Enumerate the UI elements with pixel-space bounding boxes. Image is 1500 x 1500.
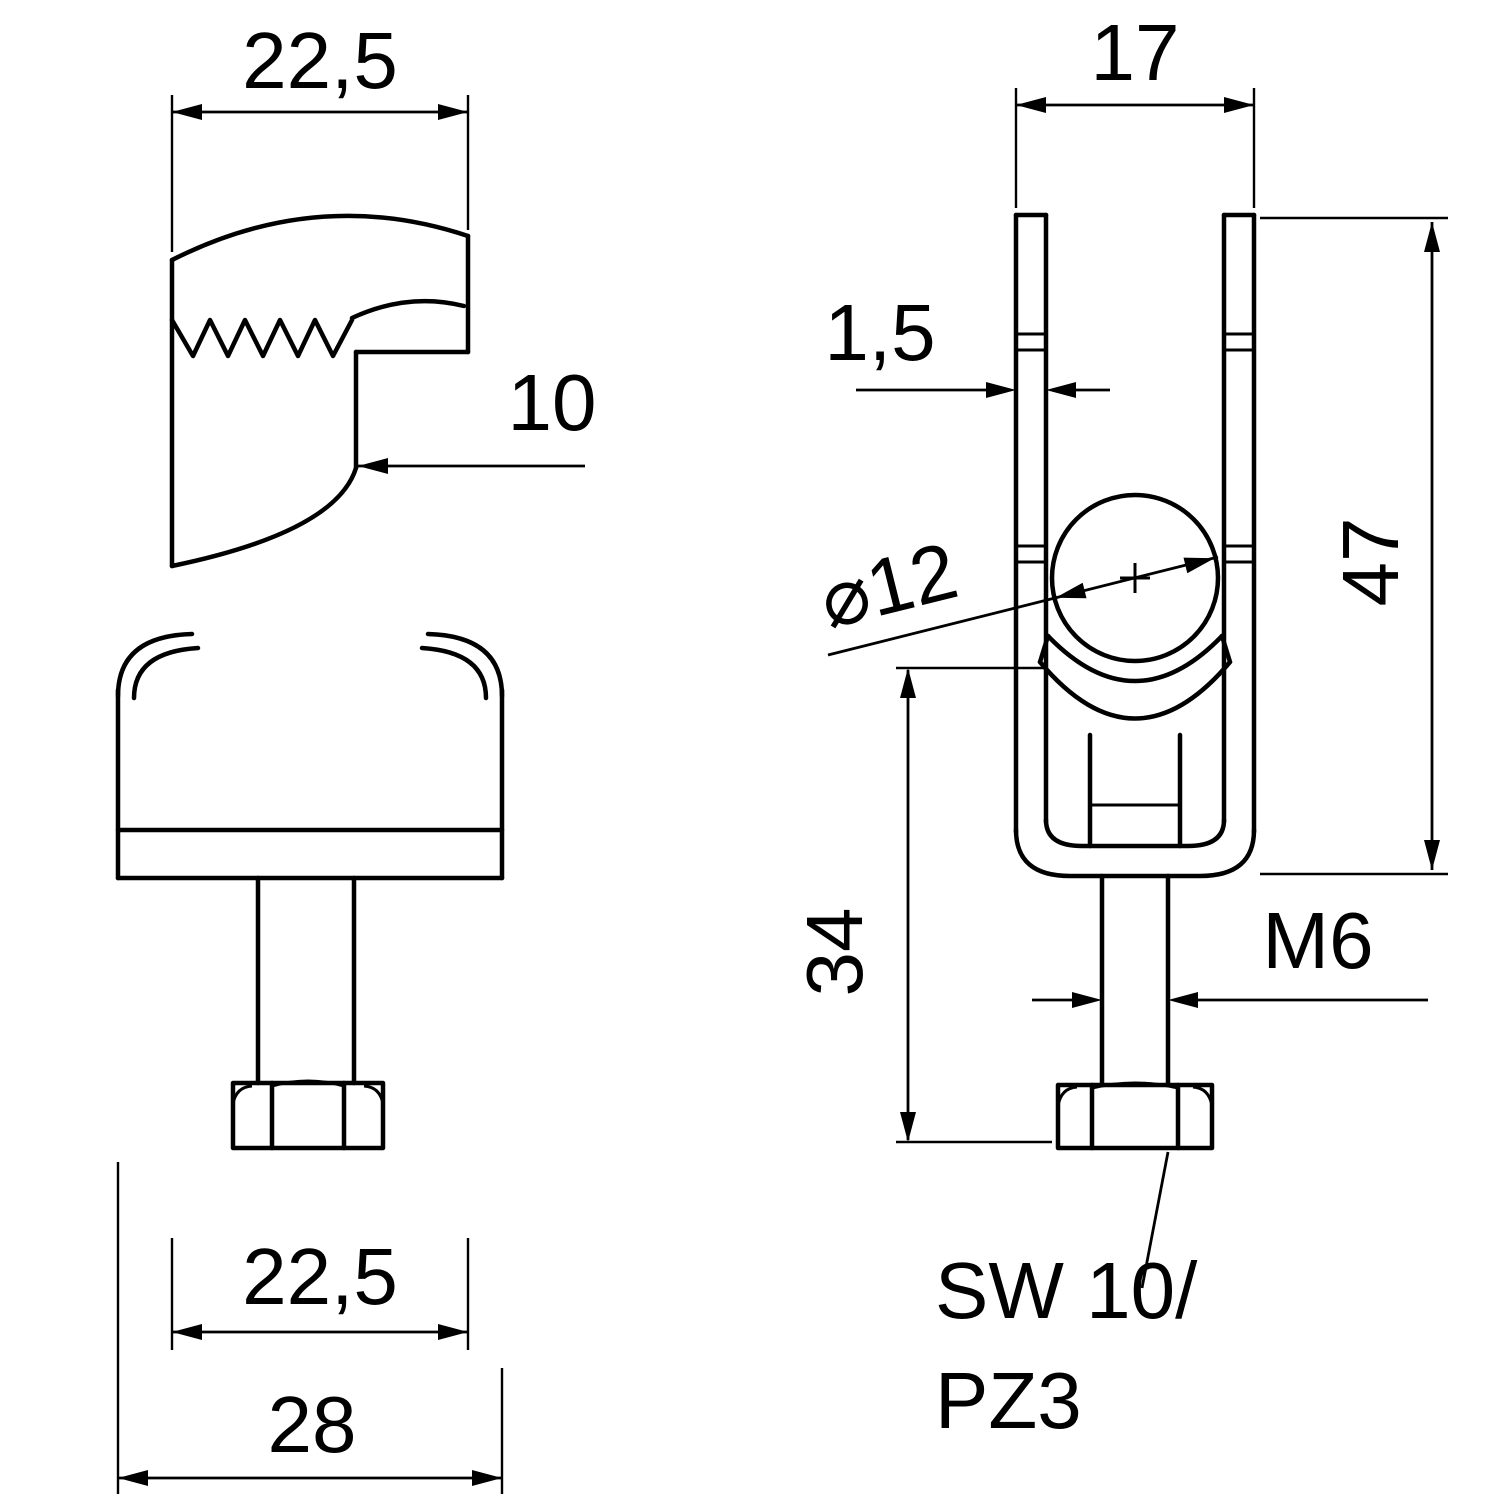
u-bracket [1013,212,1257,879]
arrow-to-wall-left [986,382,1016,398]
body-fold-right-inner [419,645,489,701]
arrow-left [1016,97,1046,113]
arrow-up [900,668,916,698]
arrow-left [358,458,388,474]
dimension-slot-opening: 10 [358,358,596,474]
dimension-height: 47 [1260,216,1448,876]
hex-nut-outline [1055,1082,1215,1151]
saddle-upper-edge [1045,633,1225,684]
saddle-lower-edge [1037,659,1233,721]
clamp-profile [169,213,471,569]
profile-dome-underside [349,298,467,321]
body-fold-right-outer [425,631,505,699]
dim-label-height: 47 [1326,518,1415,607]
hex-nut-crown [271,1079,345,1088]
saddle-cap-left [1037,633,1051,665]
arrow-to-shaft-left [1072,992,1102,1008]
arrow-left [118,1470,148,1486]
dimension-wall-thickness: 1,5 [824,288,1110,398]
dimension-channel-width: 17 [1014,8,1256,208]
dim-label-channel-width: 17 [1091,8,1180,97]
arrow-diameter-left [1055,582,1087,599]
dim-label-inner-width: 22,5 [242,1232,398,1321]
profile-bottom-diagonal [169,465,359,569]
body-fold-left-inner [131,645,201,701]
arrow-to-wall-right [1046,382,1076,398]
dim-label-overall-width: 28 [268,1380,357,1469]
arrow-right [472,1470,502,1486]
saddle-cap-right [1219,633,1233,665]
side-view: 22,5 10 22,5 28 [115,16,596,1494]
arrow-right [438,1324,468,1340]
arrow-left [172,1324,202,1340]
serration-teeth [169,317,355,359]
arrow-up [1424,222,1440,252]
dim-label-top-width: 22,5 [242,16,398,105]
dim-label-slot: 10 [508,358,597,447]
drive-note-line2: PZ3 [935,1356,1082,1445]
dim-label-bolt-length: 34 [790,908,879,997]
body-fold-left-outer [115,631,195,699]
arrow-down [900,1112,916,1142]
profile-top-arc [169,213,471,263]
bolt-side [230,875,386,1151]
hex-nut-crown [1091,1081,1179,1090]
bolt-front [1055,732,1215,1151]
u-bottom-outer [1013,827,1257,879]
drive-note-leader [1140,1151,1170,1289]
drive-note-line1: SW 10/ [935,1246,1198,1335]
dimension-bolt-length: 34 [790,666,1052,1144]
arrow-to-shaft-right [1168,992,1198,1008]
arrow-down [1424,840,1440,870]
arrow-diameter-right [1183,557,1215,574]
dimension-thread: M6 [1032,896,1428,1008]
front-view: 17 1,5 ⌀12 47 [790,8,1448,1445]
hex-nut-chamfer-left [1056,1085,1078,1107]
clamp-body [115,631,505,881]
hex-nut-chamfer-right [363,1084,385,1105]
drive-note: SW 10/ PZ3 [935,1151,1198,1445]
dimension-overall-width: 28 [116,1162,504,1494]
hex-nut-chamfer-right [1192,1085,1214,1107]
u-bottom-inner [1043,817,1227,849]
arrow-left [172,104,202,120]
arrow-right [438,104,468,120]
dimension-inner-width-bottom: 22,5 [170,1232,470,1350]
dim-label-thread: M6 [1262,896,1373,985]
dim-label-wall-thickness: 1,5 [824,288,935,377]
arrow-right [1224,97,1254,113]
saddle-washer [1037,633,1233,721]
hex-nut-outline [230,1080,386,1151]
dimension-top-width: 22,5 [170,16,470,252]
hex-nut-chamfer-left [231,1084,253,1105]
